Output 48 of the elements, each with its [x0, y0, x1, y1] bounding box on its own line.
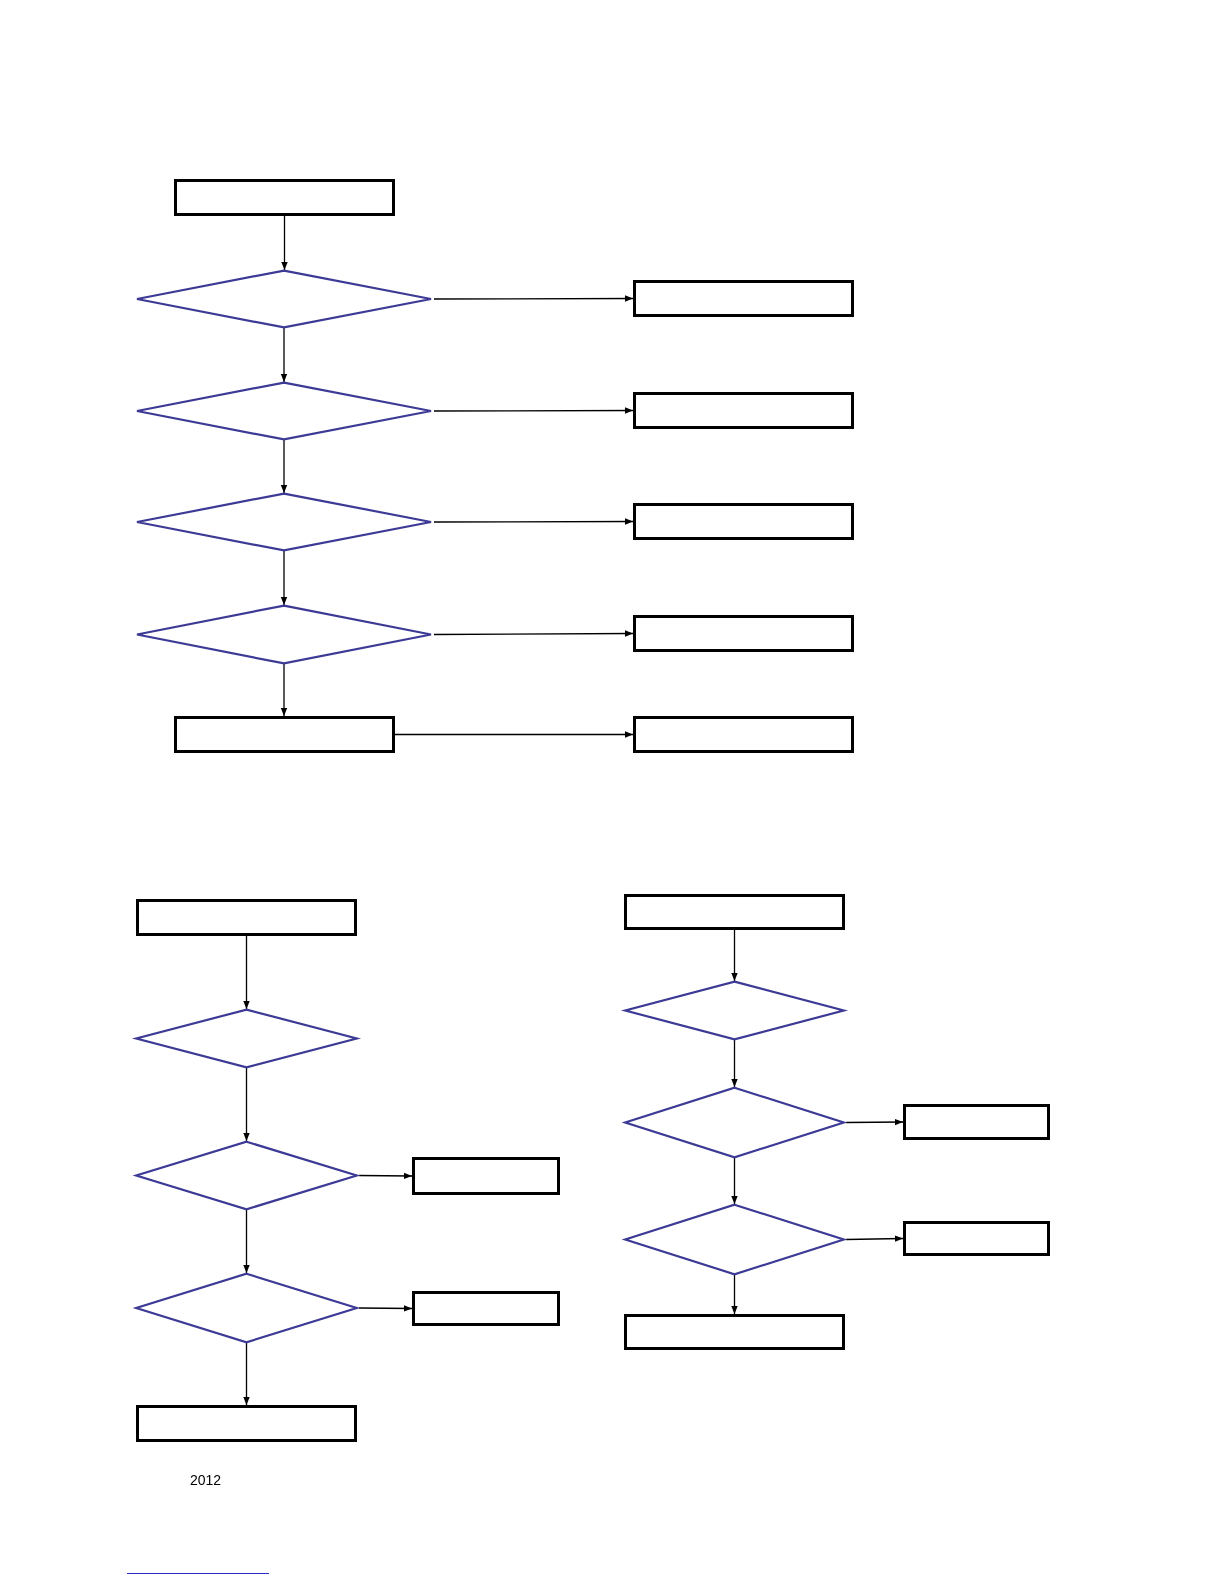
arrow — [281, 215, 288, 271]
arrow — [358, 1305, 413, 1312]
decision-diamond — [134, 493, 434, 551]
process-box — [136, 1405, 357, 1442]
arrow — [243, 1067, 250, 1142]
process-box — [903, 1104, 1050, 1140]
process-box — [903, 1221, 1050, 1256]
process-box — [633, 615, 854, 652]
year-note: 2012 — [190, 1471, 222, 1490]
arrow — [243, 935, 250, 1010]
decision-diamond — [623, 1204, 846, 1275]
decision-diamond — [623, 1087, 846, 1158]
process-box — [633, 503, 854, 540]
arrow — [394, 731, 634, 738]
arrow — [433, 518, 634, 525]
arrow — [243, 1209, 250, 1274]
process-box — [174, 179, 395, 216]
arrow — [731, 929, 738, 982]
arrow — [433, 630, 634, 637]
process-box — [624, 1314, 845, 1350]
process-box — [633, 280, 854, 317]
decision-diamond — [134, 1273, 359, 1343]
decision-diamond — [134, 270, 434, 328]
arrow — [280, 550, 288, 606]
arrow — [731, 1157, 738, 1205]
process-box — [633, 716, 854, 753]
arrow — [243, 1342, 250, 1406]
arrow — [280, 439, 288, 494]
process-box — [412, 1291, 560, 1326]
decision-diamond — [134, 605, 434, 664]
decision-diamond — [134, 1009, 359, 1068]
process-box — [633, 392, 854, 429]
arrow — [845, 1235, 904, 1242]
arrow — [358, 1172, 413, 1180]
process-box — [412, 1157, 560, 1195]
arrow — [433, 295, 634, 302]
decision-diamond — [134, 1141, 359, 1210]
arrow — [731, 1274, 738, 1315]
process-box — [174, 716, 395, 753]
arrow — [433, 407, 634, 414]
arrow — [280, 663, 288, 717]
arrow — [731, 1039, 738, 1088]
decision-diamond — [623, 981, 846, 1040]
process-box — [136, 899, 357, 936]
decision-diamond — [134, 382, 434, 440]
arrow — [845, 1118, 904, 1126]
arrow — [280, 327, 288, 383]
process-box — [624, 894, 845, 930]
